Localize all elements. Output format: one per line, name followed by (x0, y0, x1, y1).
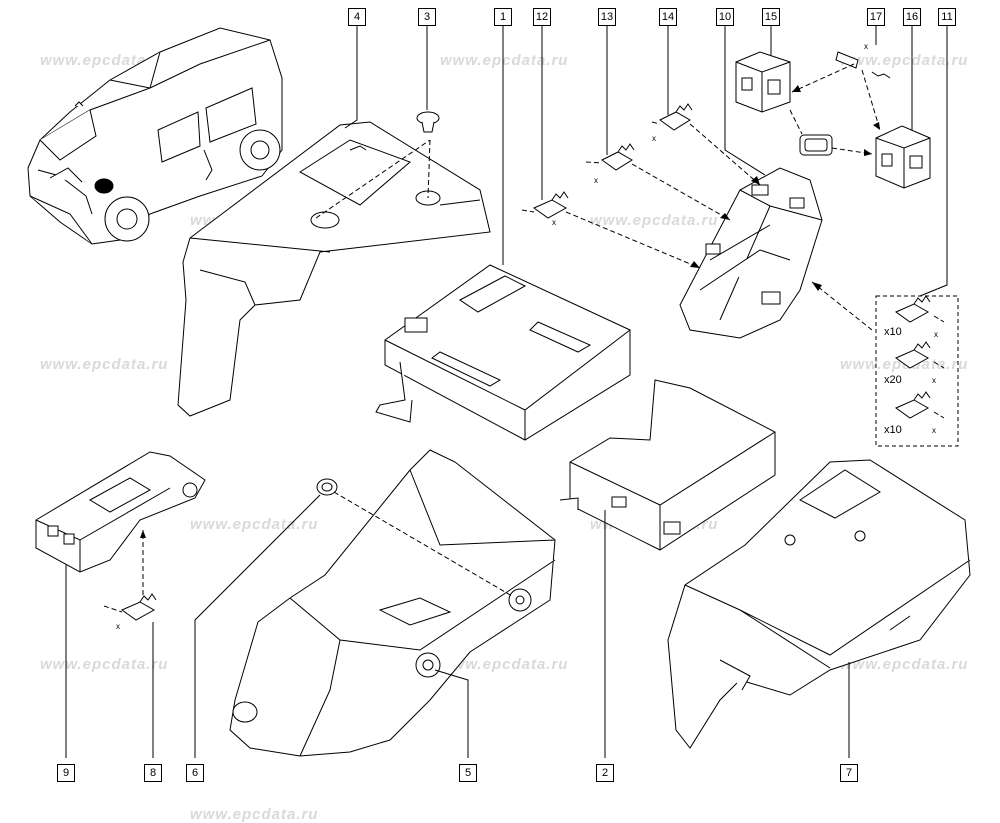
part-15-connector (735, 51, 791, 113)
part-5-battery-tray (229, 449, 556, 757)
quantity-label: x10 (884, 424, 902, 436)
callout-3: 3 (418, 8, 436, 26)
callout-11: 11 (938, 8, 956, 26)
assembly-arrows (103, 63, 945, 613)
multiplier-mark: x (652, 134, 656, 143)
watermark: www.epcdata.ru (590, 212, 719, 229)
part-17-terminal (835, 51, 891, 79)
part-4-upper-cover (177, 121, 491, 417)
quantity-label: x10 (884, 326, 902, 338)
multiplier-mark: x (932, 426, 936, 435)
watermark: www.epcdata.ru (40, 656, 169, 673)
terminals (532, 103, 693, 219)
callout-12: 12 (533, 8, 551, 26)
callout-6: 6 (186, 764, 204, 782)
multiplier-mark: x (594, 176, 598, 185)
callout-4: 4 (348, 8, 366, 26)
part-16-connector (875, 125, 931, 189)
watermark: www.epcdata.ru (440, 52, 569, 69)
callout-9: 9 (57, 764, 75, 782)
watermark: www.epcdata.ru (190, 806, 319, 823)
part-7-lower-cover (667, 459, 971, 749)
quantity-label: x20 (884, 374, 902, 386)
multiplier-mark: x (552, 218, 556, 227)
seal-ring (799, 134, 833, 156)
part-1-cover (375, 264, 631, 441)
vehicle-illustration (27, 27, 283, 245)
part-10-fuse-holder (679, 167, 823, 339)
callout-5: 5 (459, 764, 477, 782)
watermark: www.epcdata.ru (40, 52, 169, 69)
part-2-lower-box (559, 379, 776, 551)
watermark: www.epcdata.ru (840, 656, 969, 673)
part-11-terminal-set (875, 295, 959, 447)
watermark: www.epcdata.ru (840, 356, 968, 373)
part-9-relay-plate (35, 451, 206, 573)
callout-1: 1 (494, 8, 512, 26)
callout-14: 14 (659, 8, 677, 26)
multiplier-mark: x (934, 330, 938, 339)
multiplier-mark: x (864, 42, 868, 51)
callout-17: 17 (867, 8, 885, 26)
part-3-clip (416, 111, 440, 133)
leader-lines (65, 25, 948, 758)
callout-10: 10 (716, 8, 734, 26)
multiplier-mark: x (116, 622, 120, 631)
callout-7: 7 (840, 764, 858, 782)
arrow-heads (140, 85, 880, 538)
callout-16: 16 (903, 8, 921, 26)
multiplier-mark: x (932, 376, 936, 385)
callout-2: 2 (596, 764, 614, 782)
callout-15: 15 (762, 8, 780, 26)
callout-8: 8 (144, 764, 162, 782)
part-8-terminal (120, 593, 157, 621)
watermark: www.epcdata.ru (440, 656, 569, 673)
callout-13: 13 (598, 8, 616, 26)
watermark: www.epcdata.ru (40, 356, 169, 373)
part-6-grommet (316, 478, 338, 496)
watermark: www.epcdata.ru (840, 52, 969, 69)
